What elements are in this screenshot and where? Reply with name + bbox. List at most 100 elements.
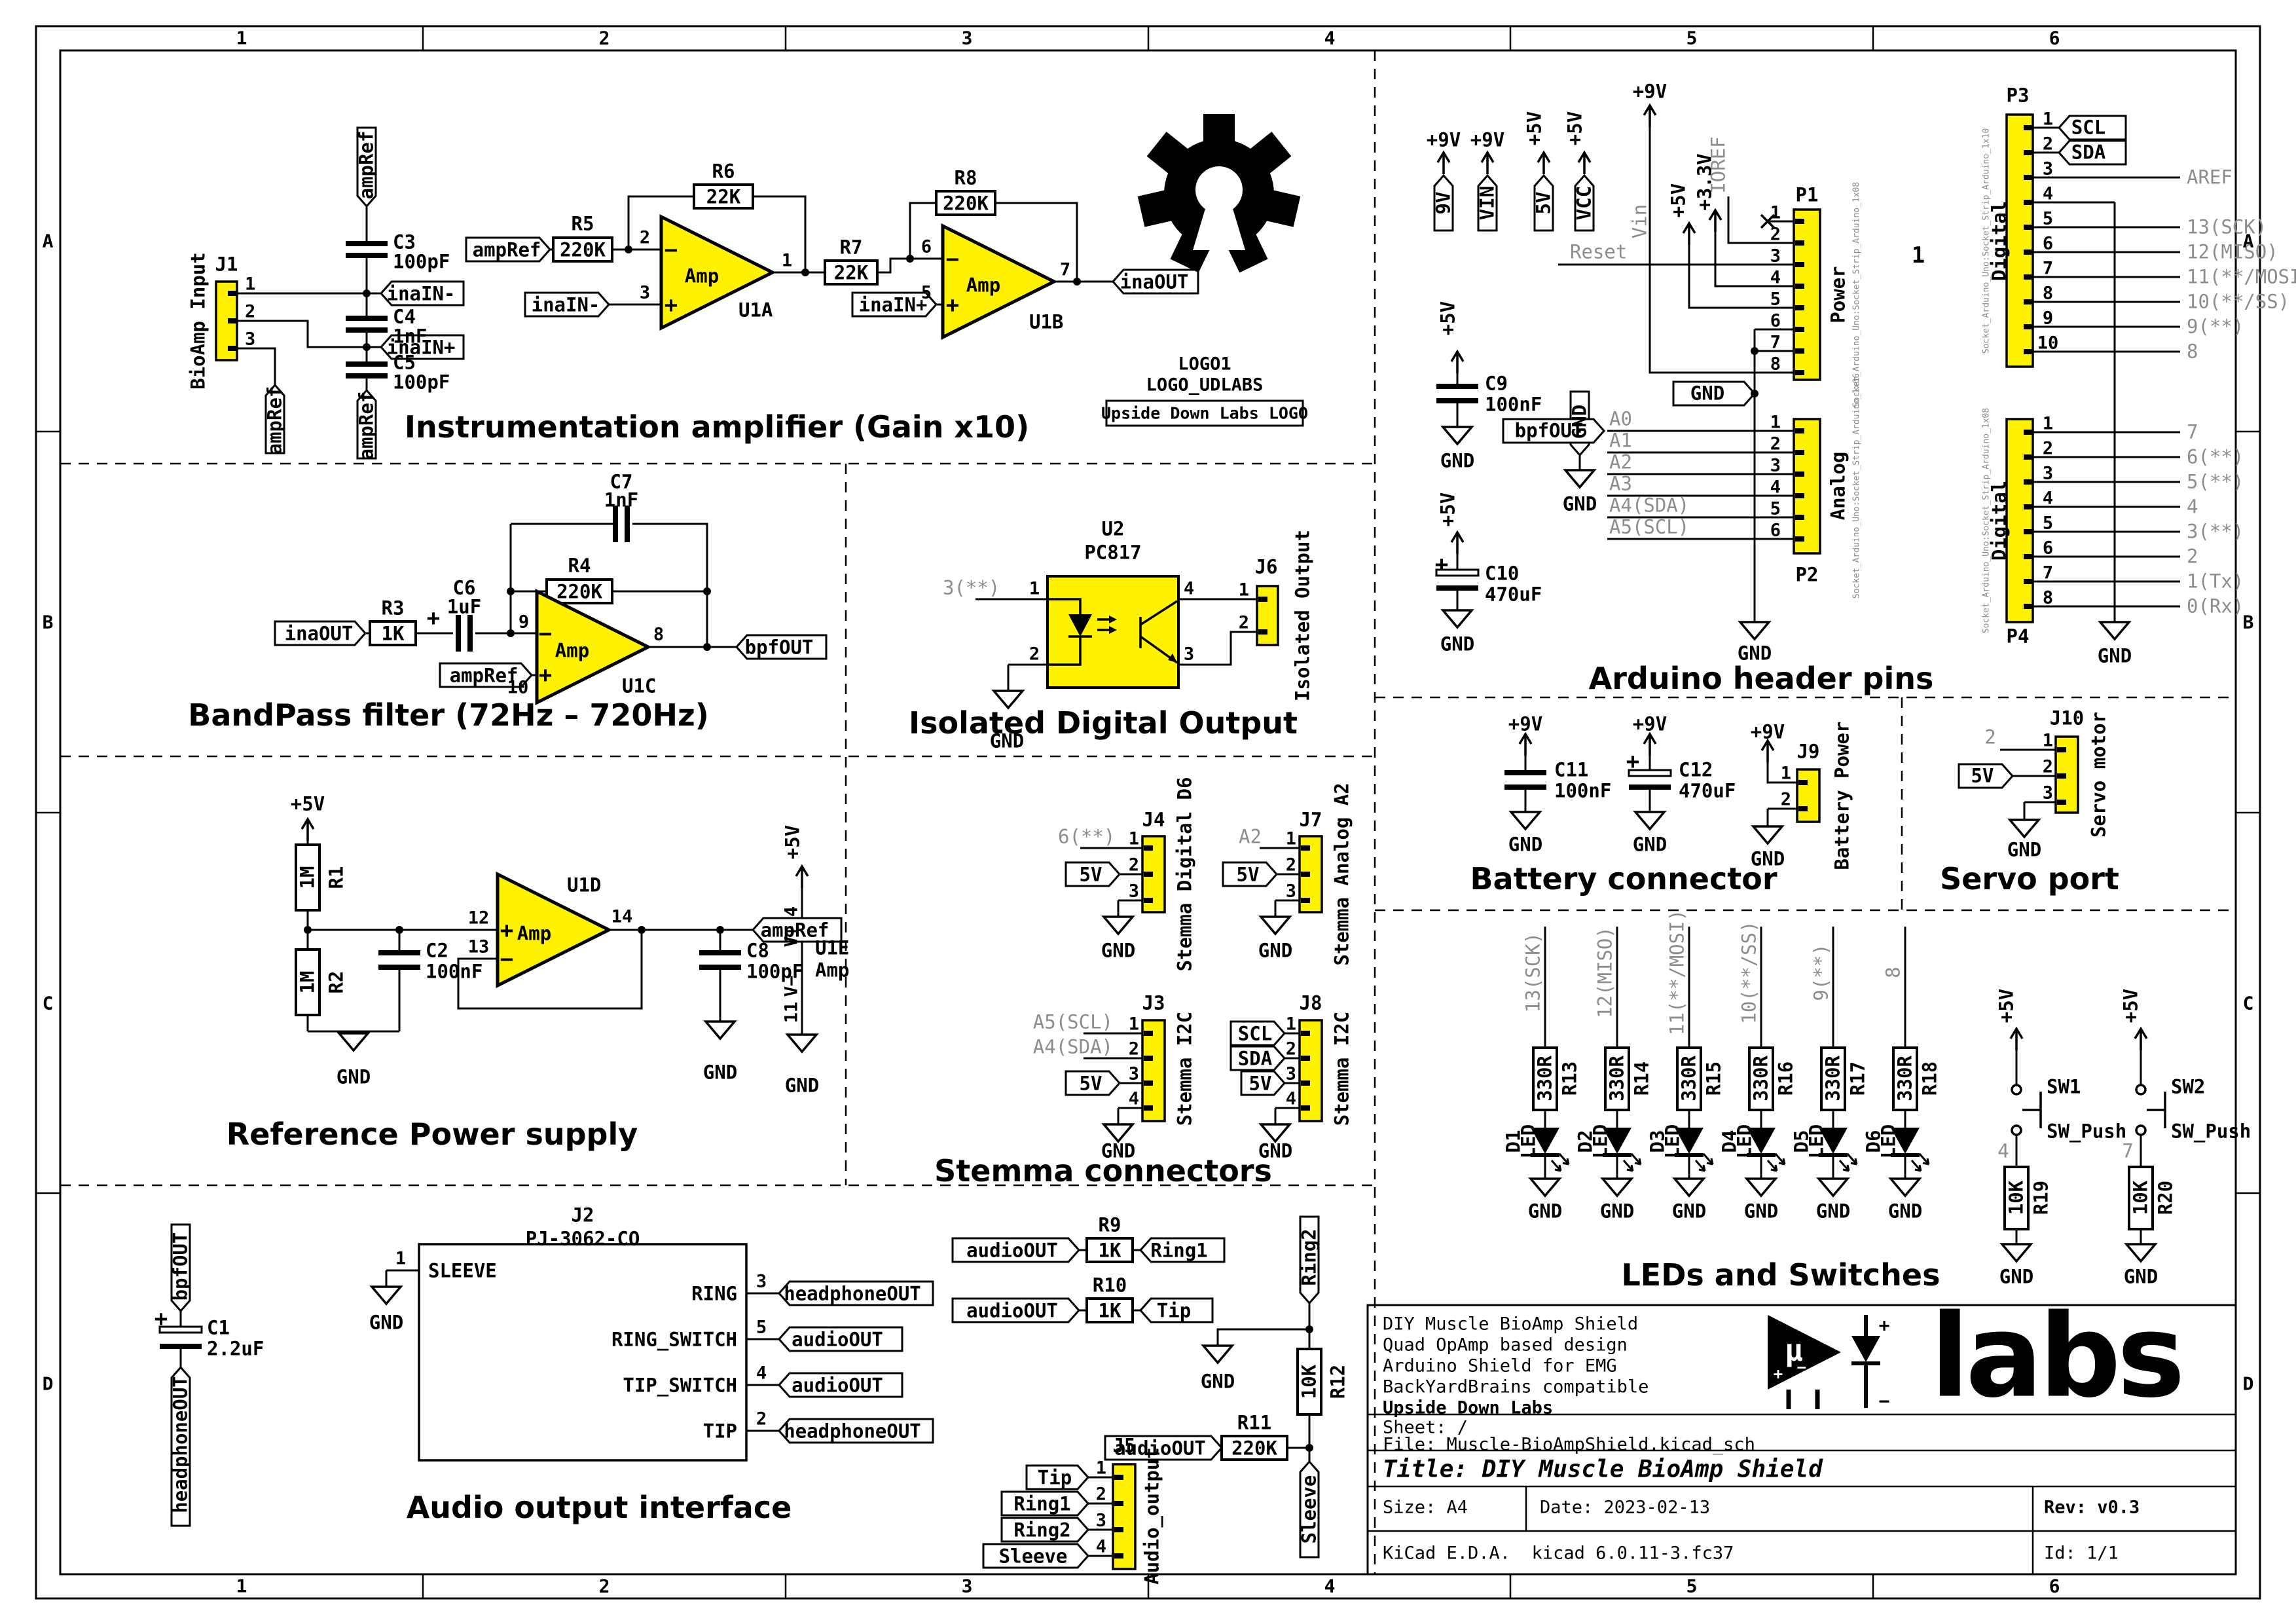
schematic-text: GND [784, 1074, 820, 1097]
r6-val: 22K [706, 185, 741, 208]
row-label-right: D [2242, 1373, 2254, 1395]
p1-name: Power [1827, 266, 1850, 323]
header-p2[interactable] [1793, 418, 1821, 555]
connector-j10[interactable] [2054, 735, 2079, 814]
connector-j9[interactable] [1796, 768, 1821, 823]
section-title-bandpass: BandPass filter (72Hz – 720Hz) [188, 697, 709, 733]
resistor-r4[interactable] [545, 578, 613, 604]
resistor-r9[interactable] [1085, 1237, 1134, 1263]
schematic-text: + [538, 662, 553, 688]
resistor-r8[interactable] [935, 190, 996, 216]
c4-ref: C4 [393, 305, 416, 328]
schematic-text: 3 [639, 282, 651, 303]
net-tags[interactable] [1065, 861, 1286, 1096]
net-tags[interactable] [1958, 763, 2014, 789]
tb-comment-4: BackYardBrains compatible [1383, 1376, 1649, 1397]
row-label-left: A [42, 230, 54, 252]
led-resistors[interactable] [1532, 1046, 2154, 1230]
schematic-text: 1 [781, 250, 793, 271]
opamp-u1b[interactable] [941, 223, 1058, 341]
r1-ref: R1 [325, 866, 348, 889]
schematic-text: 4 [2042, 183, 2054, 204]
u1b-ref: U1B [1029, 310, 1064, 333]
c1-val: 2.2uF [207, 1337, 264, 1360]
schematic-text: − [538, 621, 553, 647]
opamp-u1d[interactable] [496, 871, 613, 989]
connector-j3[interactable] [1141, 1019, 1166, 1122]
net-tags[interactable] [274, 620, 828, 688]
resistor-r5[interactable] [552, 236, 613, 263]
schematic-text: 3 [1095, 1510, 1106, 1531]
resistor-r12[interactable] [1296, 1348, 1322, 1416]
connector-j7[interactable] [1298, 835, 1323, 913]
schematic-text: 8 [2042, 587, 2054, 608]
net-tags[interactable] [264, 126, 1199, 460]
header-p1[interactable] [1793, 208, 1821, 381]
resistor-r2[interactable] [295, 948, 321, 1016]
schematic-text: 10(**/SS) [2187, 290, 2290, 313]
resistor-r7[interactable] [824, 259, 879, 286]
udlabs-brand-logo-icon [1768, 1315, 1880, 1409]
schematic-text: 4 [781, 906, 802, 917]
p3-name: Digital [1988, 200, 2011, 282]
schematic-text: GND [702, 1061, 738, 1084]
tb-comment-3: Arduino Shield for EMG [1383, 1356, 1617, 1376]
j10-name: Servo motor [2087, 711, 2110, 838]
connector-j6[interactable] [1256, 585, 1279, 646]
section-dividers [60, 50, 2236, 1574]
resistor-r10[interactable] [1085, 1297, 1134, 1323]
schematic-text: GND [1743, 1200, 1779, 1223]
schematic-text: 2 [1029, 644, 1040, 665]
connector-j8[interactable] [1298, 1019, 1323, 1122]
connector-j4[interactable] [1141, 835, 1166, 913]
p2-name: Analog [1827, 451, 1850, 521]
j6-ref: J6 [1254, 555, 1278, 578]
schematic-text: 2 [2187, 545, 2198, 568]
schematic-text: Ring1 [1013, 1492, 1071, 1515]
opamp-u1c[interactable] [535, 588, 652, 706]
schematic-text: 1 [1285, 828, 1296, 849]
schematic-text: Socket_Arduino_Uno:Socket_Strip_Arduino_… [1981, 128, 1992, 354]
schematic-text: 1 [395, 1248, 407, 1269]
resistor-r3[interactable] [369, 620, 417, 646]
resistor-r6[interactable] [693, 183, 754, 210]
schematic-text: 2 [1095, 1484, 1106, 1505]
schematic-text: 1 [1238, 580, 1249, 600]
schematic-text: Ring2 [1013, 1519, 1071, 1541]
j5-ref: J5 [1112, 1434, 1136, 1457]
opamp-u1a[interactable] [659, 213, 776, 331]
net-tags[interactable] [170, 1215, 1320, 1569]
header-p3[interactable] [2005, 113, 2034, 368]
schematic-text: SCL [2071, 116, 2106, 139]
schematic-text: 4 [1183, 578, 1195, 599]
tb-comment-5: Upside Down Labs [1383, 1397, 1554, 1418]
c9-val: 100nF [1485, 393, 1542, 416]
connector-j5[interactable] [1112, 1463, 1137, 1570]
r4-val: 220K [556, 580, 602, 603]
optocoupler-u2[interactable] [1046, 575, 1180, 689]
schematic-text: 4 [2187, 495, 2198, 518]
schematic-text: 2 [1780, 789, 1791, 810]
section-title-reference: Reference Power supply [226, 1116, 638, 1152]
schematic-text: 1 [2042, 109, 2054, 130]
schematic-text: 1 [1128, 828, 1139, 849]
jack-j2[interactable] [418, 1243, 748, 1462]
schematic-text: LED [1877, 1124, 1900, 1159]
schematic-text: 3 [1770, 455, 1781, 476]
resistor-r1[interactable] [295, 843, 321, 912]
header-p4[interactable] [2005, 418, 2034, 623]
schematic-text: TIP_SWITCH [623, 1374, 737, 1397]
j1-connector[interactable] [215, 280, 238, 361]
push-switches[interactable] [2011, 1084, 2166, 1136]
j10-ref: J10 [2049, 707, 2085, 729]
led-diodes[interactable] [1531, 1128, 1930, 1172]
schematic-text: GND [2007, 838, 2042, 861]
column-label-top: 5 [1686, 27, 1698, 49]
schematic-text: 1(Tx) [2187, 570, 2244, 593]
resistor-r11[interactable] [1220, 1435, 1288, 1461]
column-label-bottom: 3 [961, 1575, 973, 1597]
schematic-text: 14 [611, 906, 633, 927]
net-tags[interactable] [751, 917, 843, 943]
section-title-battery: Battery connector [1470, 861, 1777, 896]
net-tags[interactable] [1433, 115, 2127, 457]
